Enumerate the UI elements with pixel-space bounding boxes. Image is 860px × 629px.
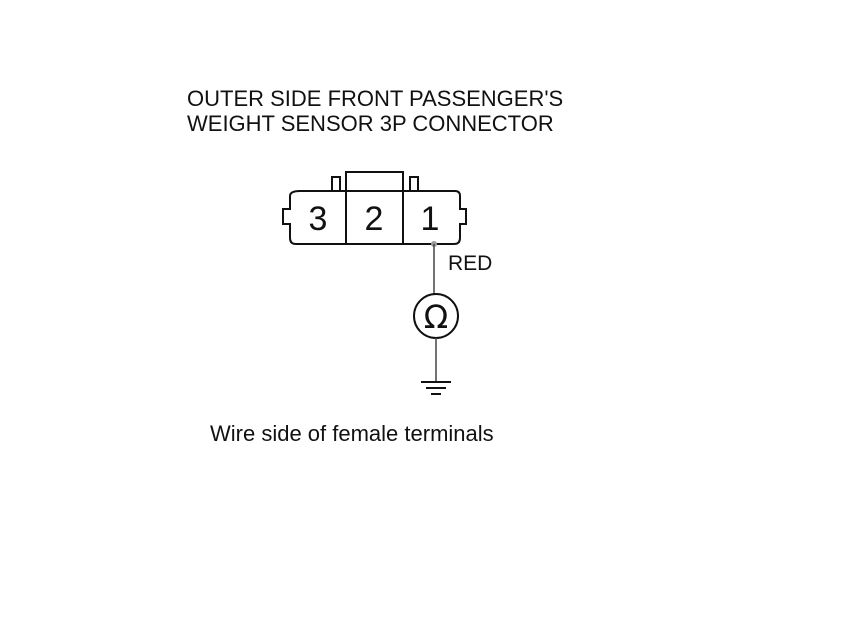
title-line-2: WEIGHT SENSOR 3P CONNECTOR xyxy=(187,111,554,136)
pin-label-3: 3 xyxy=(309,200,328,238)
connector-housing xyxy=(282,190,467,245)
connector-title: OUTER SIDE FRONT PASSENGER'S WEIGHT SENS… xyxy=(187,86,563,136)
ohmmeter-icon: Ω xyxy=(413,293,459,339)
connector-lock-tab xyxy=(331,171,419,192)
pin-label-2: 2 xyxy=(365,200,384,238)
title-line-1: OUTER SIDE FRONT PASSENGER'S xyxy=(187,86,564,111)
ohm-symbol: Ω xyxy=(424,298,448,336)
pin-label-1: 1 xyxy=(421,200,440,238)
connector-view-caption: Wire side of female terminals xyxy=(210,421,494,446)
ground-icon xyxy=(421,381,451,395)
wire-color-label: RED xyxy=(448,252,493,275)
